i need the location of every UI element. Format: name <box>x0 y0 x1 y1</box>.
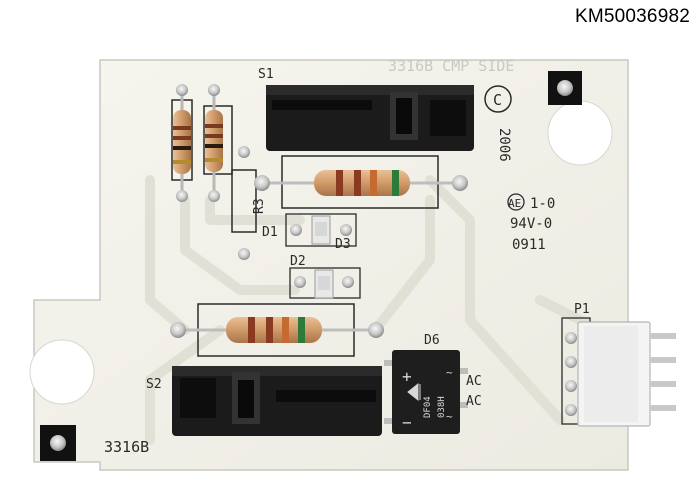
switch-s2 <box>172 366 382 436</box>
part-number-label: KM50036982 <box>574 6 690 27</box>
copyright-mark: C <box>493 91 502 109</box>
s1-label: S1 <box>258 67 274 82</box>
mounting-hole <box>547 100 613 166</box>
d1-label: D1 <box>262 225 278 240</box>
d3-label: D3 <box>335 237 351 252</box>
ul-code: 1-0 <box>530 196 555 212</box>
switch-s1 <box>266 85 474 151</box>
p1-label: P1 <box>574 302 590 317</box>
ul-mark: AE <box>508 197 521 210</box>
r3-label: R3 <box>252 198 267 214</box>
minus-mark: − <box>402 413 412 432</box>
ac-label-1: AC <box>466 374 482 389</box>
led-d2 <box>289 267 361 299</box>
flammability-label: 94V-0 <box>510 216 552 232</box>
ac-label-2: AC <box>466 394 482 409</box>
svg-text:~: ~ <box>446 410 453 423</box>
board-side-label: 3316B CMP SIDE <box>388 57 514 75</box>
resistor-horizontal-upper <box>254 155 468 209</box>
bridge-part-label: DF04 <box>423 396 433 418</box>
mounting-hole <box>29 339 95 405</box>
d2-label: D2 <box>290 254 306 269</box>
ground-pad <box>40 425 76 461</box>
resistor-vertical-2 <box>203 84 233 202</box>
plus-mark: + <box>402 367 412 386</box>
svg-text:~: ~ <box>446 366 453 379</box>
led-d3 <box>285 213 357 247</box>
ground-pad <box>548 71 582 105</box>
date-code: 0911 <box>512 237 546 253</box>
year-label: 2006 <box>496 128 512 162</box>
bridge-rectifier-d6: + − ~ ~ DF04 038H <box>384 350 468 434</box>
bridge-code-label: 038H <box>437 396 447 418</box>
board-id-label: 3316B <box>104 438 149 456</box>
s2-label: S2 <box>146 377 162 392</box>
d6-label: D6 <box>424 333 440 348</box>
resistor-vertical-1 <box>171 84 193 202</box>
resistor-horizontal-lower <box>170 303 384 357</box>
connector-p1 <box>561 317 676 427</box>
